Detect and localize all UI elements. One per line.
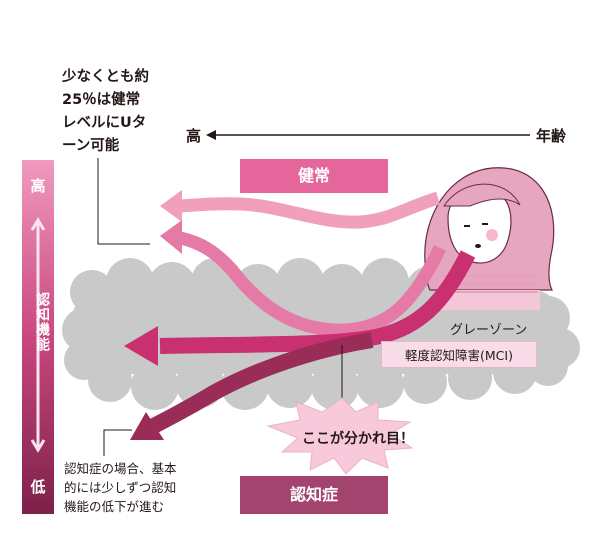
axis-high-label: 高 xyxy=(186,127,202,145)
top-note-line: 少なくとも約 xyxy=(62,69,149,85)
axis-age-label: 年齢 xyxy=(536,127,567,145)
healthy-box: 健常 xyxy=(240,159,388,193)
junction-burst xyxy=(266,397,414,475)
gray-zone-arrow-head xyxy=(124,326,158,366)
age-axis-arrow xyxy=(206,130,530,140)
top-note-line: ーン可能 xyxy=(62,138,120,154)
mci-label: 軽度認知障害(MCI) xyxy=(381,341,537,368)
recovery-arrow-top xyxy=(179,191,440,229)
top-note: 少なくとも約 25％は健常 レベルにUタ ーン可能 xyxy=(62,66,149,158)
recovery-arrow-top-head xyxy=(160,190,182,222)
dementia-box: 認知症 xyxy=(240,476,388,514)
gray-zone-label: グレーゾーン xyxy=(450,323,528,338)
recovery-arrow-mid-head xyxy=(160,220,182,254)
bottom-note: 認知症の場合、基本 的には少しずつ認知 機能の低下が進む xyxy=(64,459,177,516)
dementia-arrow xyxy=(146,332,374,436)
recovery-arrow-mid xyxy=(178,231,446,337)
cognitive-low-label: 低 xyxy=(30,478,46,496)
trajectory-arrows xyxy=(124,190,476,440)
bottom-note-line: 的には少しずつ認知 xyxy=(64,480,177,495)
dementia-arrow-head xyxy=(130,412,164,440)
bottom-note-line: 機能の低下が進む xyxy=(64,499,165,514)
cognitive-high-label: 高 xyxy=(30,177,46,195)
top-note-leader xyxy=(97,158,150,245)
top-note-line: 25％は健常 xyxy=(62,92,141,108)
bottom-note-leader xyxy=(103,429,132,456)
junction-label: ここが分かれ目！ xyxy=(302,431,414,447)
bar-double-arrow-icon xyxy=(30,217,46,453)
top-note-line: レベルにUタ xyxy=(62,115,147,131)
cognitive-function-label: 認知機能 xyxy=(34,292,50,352)
bottom-note-line: 認知症の場合、基本 xyxy=(64,461,177,476)
